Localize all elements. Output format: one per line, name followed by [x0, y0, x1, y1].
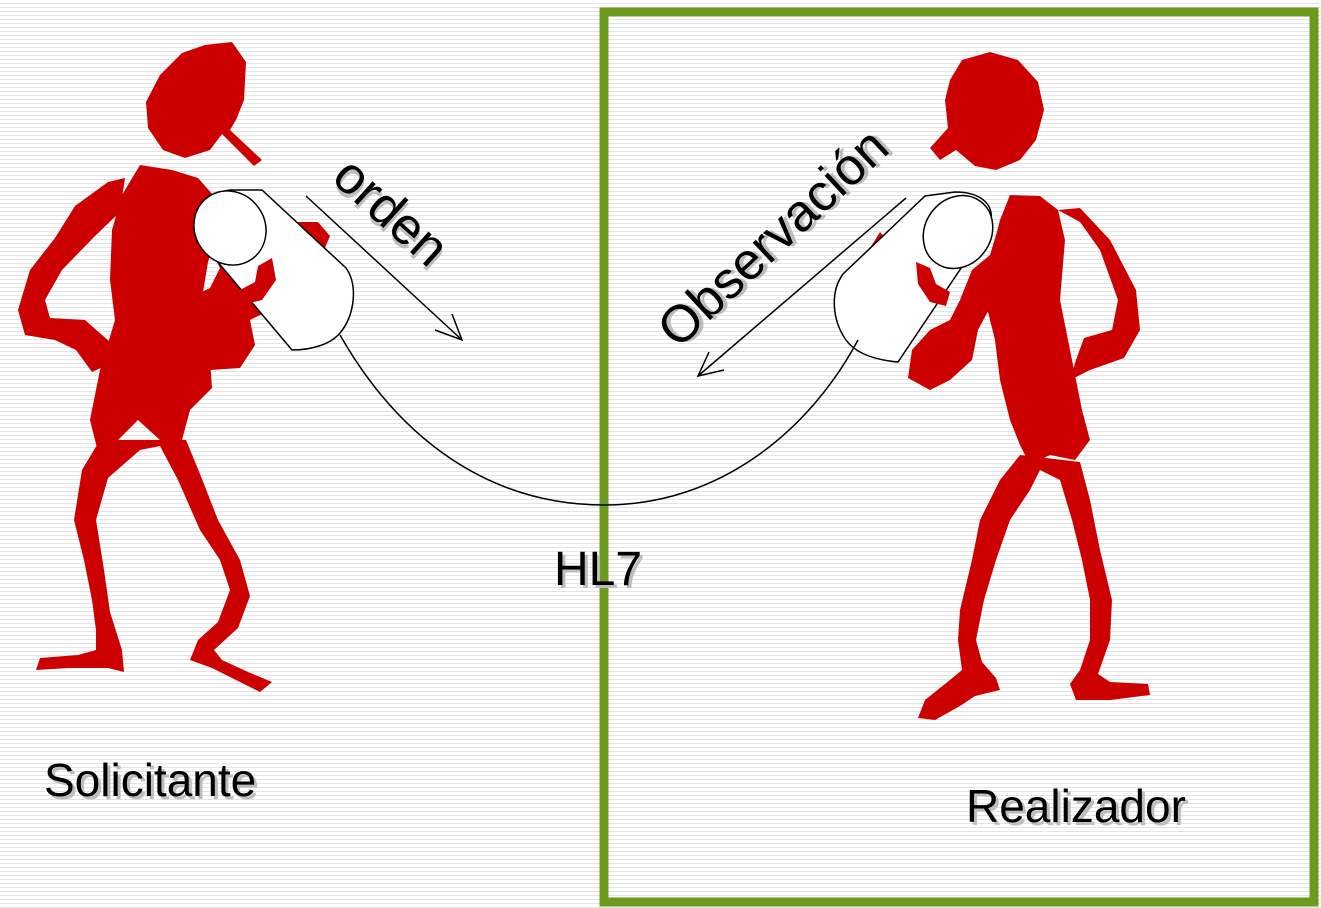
performer-label-group: Realizador Realizador — [966, 780, 1189, 835]
requester-figure — [18, 42, 330, 692]
performer-body — [985, 195, 1090, 465]
performer-label: Realizador — [966, 780, 1186, 832]
protocol-label: HL7 — [554, 543, 642, 596]
requester-can — [193, 189, 355, 351]
performer-legs — [918, 455, 1150, 720]
performer-frame — [599, 7, 1319, 907]
requester-label: Solicitante — [44, 754, 256, 806]
performer-can-rim — [922, 194, 994, 270]
protocol-label-group: HL7 HL7 — [554, 543, 645, 599]
requester-label-group: Solicitante Solicitante — [44, 754, 259, 809]
performer-can — [833, 191, 994, 363]
order-label-group: orden orden — [322, 146, 460, 282]
performer-back-arm — [1058, 208, 1140, 380]
performer-head — [930, 52, 1044, 170]
protocol-label-shadow: HL7 — [557, 546, 645, 599]
order-arrow — [305, 195, 464, 342]
requester-body — [90, 165, 218, 460]
requester-can-thumb — [240, 258, 276, 304]
string-line — [339, 334, 859, 506]
observation-arrow — [696, 197, 907, 378]
requester-legs — [36, 440, 272, 692]
performer-front-arm — [908, 222, 1004, 390]
requester-label-shadow: Solicitante — [47, 757, 259, 809]
requester-right-arm — [175, 205, 272, 370]
requester-can-rim — [193, 190, 267, 266]
performer-can-thumb — [916, 262, 950, 306]
requester-left-arm — [18, 178, 125, 372]
performer-figure — [858, 52, 1150, 720]
performer-label-shadow: Realizador — [969, 783, 1189, 835]
requester-head — [146, 42, 262, 166]
